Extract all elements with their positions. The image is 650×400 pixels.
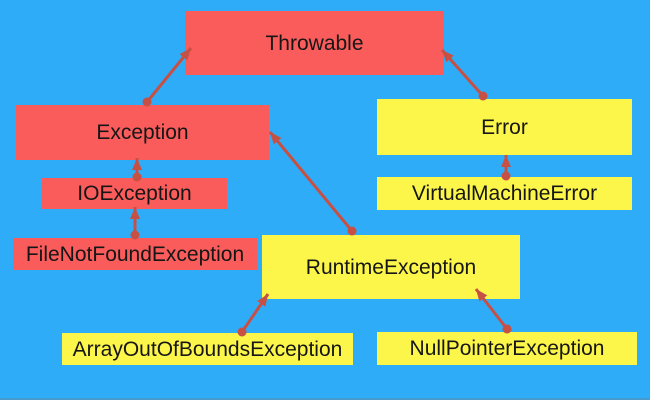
node-runtimeexception-label: RuntimeException (305, 255, 477, 279)
node-virtualmachineerror-label: VirtualMachineError (411, 182, 598, 205)
node-ioexception-label: IOException (77, 182, 192, 205)
node-error-label: Error (481, 115, 528, 139)
node-exception: Exception (16, 105, 269, 160)
node-exception-label: Exception (96, 121, 189, 144)
node-error: Error (377, 99, 632, 155)
edge-arrayoutofboundsexception-to-runtimeexception (237, 293, 270, 337)
node-filenotfoundexception: FileNotFoundException (13, 238, 257, 270)
node-nullpointerexception: NullPointerException (377, 332, 637, 365)
edge-error-to-throwable (440, 49, 488, 101)
node-filenotfoundexception-label: FileNotFoundException (25, 242, 245, 266)
node-throwable-label: Throwable (265, 31, 364, 55)
node-arrayoutofboundsexception: ArrayOutOfBoundsException (62, 333, 353, 365)
bottom-edge-divider (0, 398, 650, 400)
node-virtualmachineerror: VirtualMachineError (377, 177, 632, 210)
node-arrayoutofboundsexception-label: ArrayOutOfBoundsException (72, 337, 343, 361)
node-nullpointerexception-label: NullPointerException (409, 337, 605, 360)
node-throwable: Throwable (185, 11, 444, 75)
node-runtimeexception: RuntimeException (262, 235, 520, 299)
node-ioexception: IOException (42, 178, 227, 209)
edge-runtimeexception-to-exception (268, 131, 357, 236)
